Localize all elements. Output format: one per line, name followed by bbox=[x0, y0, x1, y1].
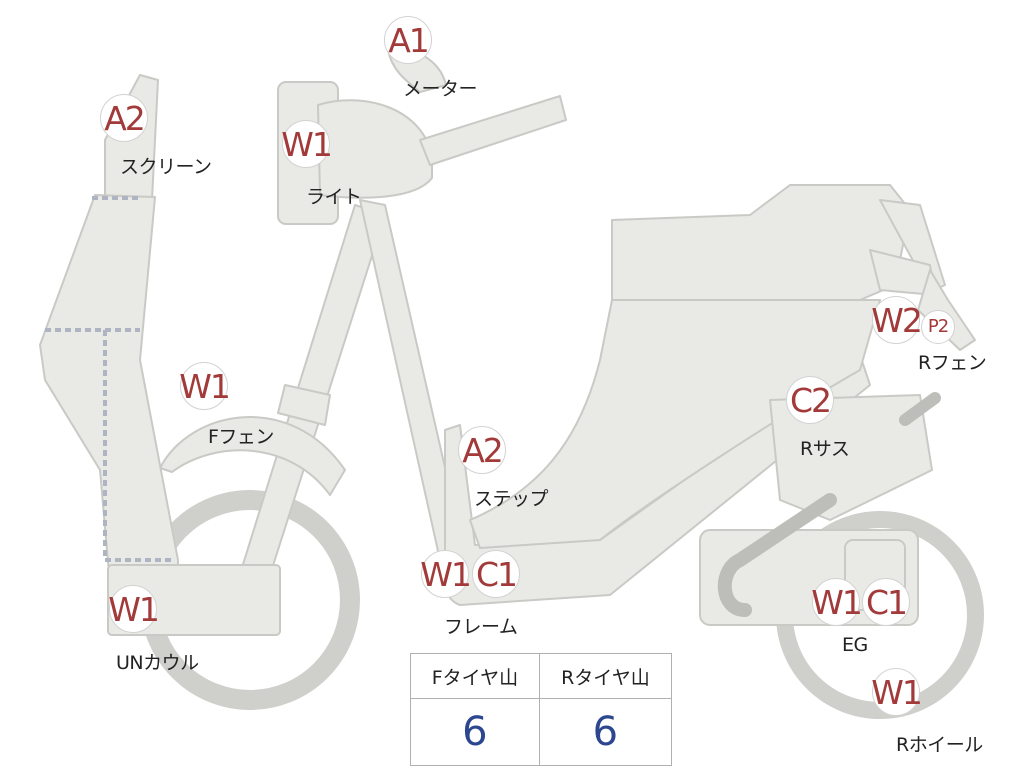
panel-seams bbox=[45, 196, 175, 562]
badge-frame-1[interactable]: W1 bbox=[420, 550, 472, 598]
handle-head-shape bbox=[317, 99, 433, 199]
body-floor-shape bbox=[469, 299, 881, 549]
badge-r-sus[interactable]: C2 bbox=[786, 376, 834, 424]
value-rear-tire[interactable]: 6 bbox=[538, 698, 673, 766]
badge-step[interactable]: A2 bbox=[458, 426, 506, 474]
label-under-cowl: UNカウル bbox=[116, 652, 199, 674]
tire-table-value-row: 6 6 bbox=[410, 698, 673, 766]
badge-r-fender-2[interactable]: P2 bbox=[921, 310, 955, 344]
label-meter: メーター bbox=[403, 78, 478, 100]
handlebar-shape bbox=[419, 95, 567, 166]
value-front-tire[interactable]: 6 bbox=[410, 698, 540, 766]
badge-meter[interactable]: A1 bbox=[384, 16, 432, 64]
label-r-sus: Rサス bbox=[800, 438, 850, 460]
seat-shape bbox=[611, 184, 911, 301]
label-engine: EG bbox=[842, 634, 868, 656]
leg-shield-shape bbox=[39, 194, 179, 586]
label-light: ライト bbox=[306, 186, 362, 208]
badge-f-fender[interactable]: W1 bbox=[179, 362, 231, 410]
badge-engine-2[interactable]: C1 bbox=[862, 578, 910, 626]
tire-tread-table: Fタイヤ山 Rタイヤ山 6 6 bbox=[410, 653, 673, 766]
badge-r-fender-1[interactable]: W2 bbox=[871, 296, 923, 344]
badge-r-wheel[interactable]: W1 bbox=[871, 668, 923, 716]
label-frame: フレーム bbox=[444, 616, 518, 638]
label-step: ステップ bbox=[474, 488, 549, 510]
tire-table-header-row: Fタイヤ山 Rタイヤ山 bbox=[410, 653, 673, 699]
badge-under-cowl[interactable]: W1 bbox=[108, 585, 160, 633]
rear-axle-shape bbox=[899, 392, 941, 426]
exhaust-shape bbox=[717, 493, 837, 617]
label-f-fender: Fフェン bbox=[208, 426, 274, 448]
badge-light[interactable]: W1 bbox=[281, 120, 333, 168]
front-fender-shape bbox=[159, 416, 346, 496]
header-front-tire: Fタイヤ山 bbox=[410, 653, 540, 699]
fork-collar-shape bbox=[277, 384, 331, 426]
badge-frame-2[interactable]: C1 bbox=[472, 550, 520, 598]
badge-engine-1[interactable]: W1 bbox=[811, 578, 863, 626]
label-r-wheel: Rホイール bbox=[896, 734, 983, 756]
tail-shape bbox=[917, 269, 976, 351]
label-r-fender: Rフェン bbox=[918, 352, 987, 374]
shock-shape bbox=[769, 394, 933, 521]
header-rear-tire: Rタイヤ山 bbox=[538, 653, 673, 699]
badge-screen[interactable]: A2 bbox=[100, 94, 148, 142]
label-screen: スクリーン bbox=[120, 156, 212, 178]
